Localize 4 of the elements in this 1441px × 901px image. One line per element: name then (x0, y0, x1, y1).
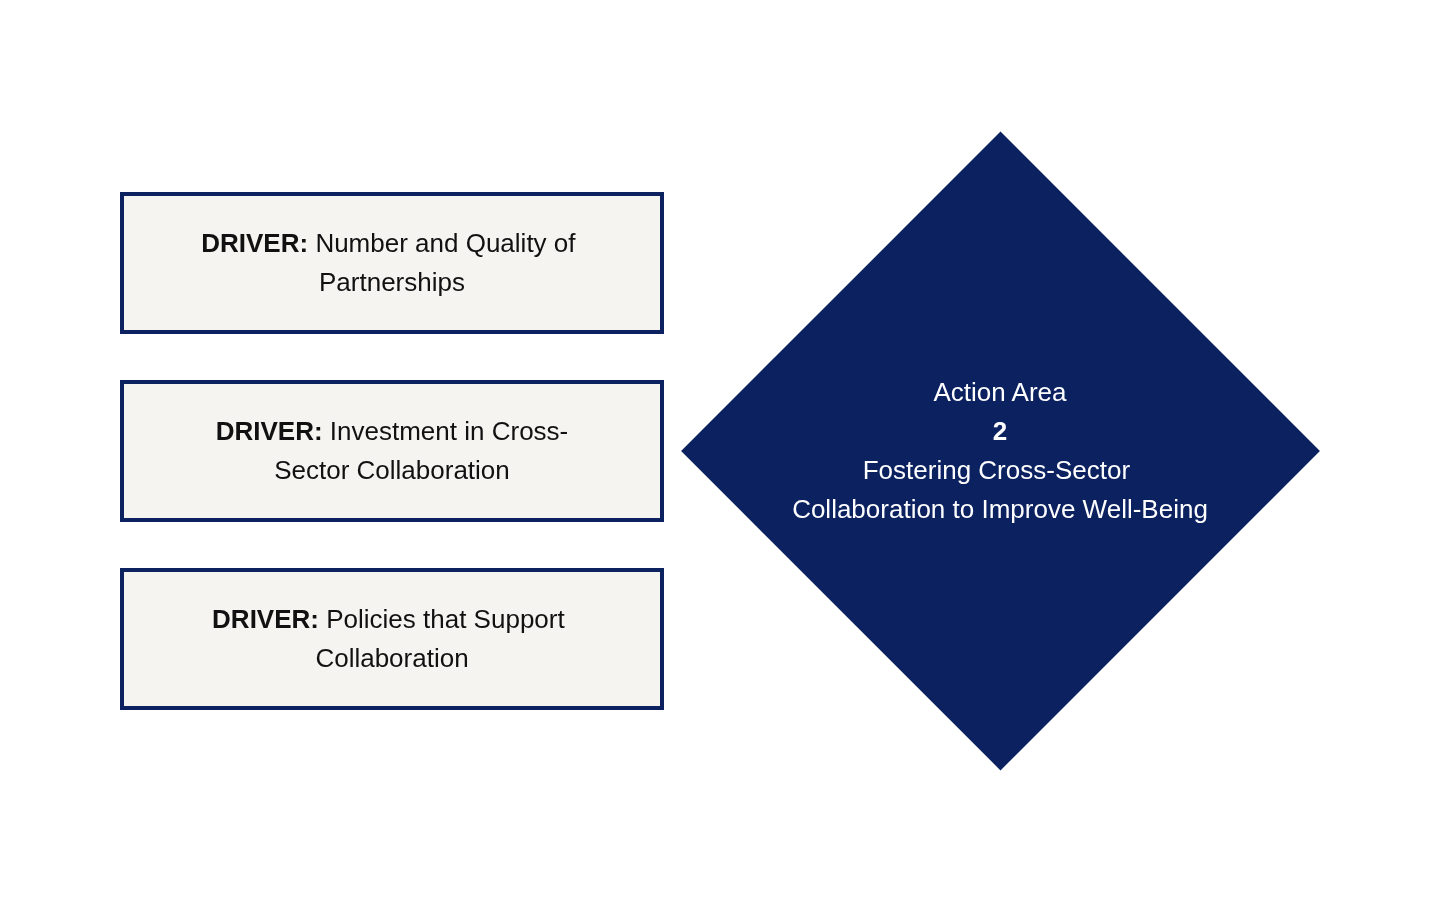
node-box: DRIVER: Policies that Support Collaboration (120, 567, 665, 710)
node-box: DRIVER: Number and Quality of Partnerships (120, 191, 665, 334)
node-diamond: Action Area 2 Fostering Cross-Sector Collaboration to Improve Well-Being (681, 131, 1321, 770)
node-box: DRIVER: Investment in Cross-Sector Collaboration (120, 379, 665, 522)
